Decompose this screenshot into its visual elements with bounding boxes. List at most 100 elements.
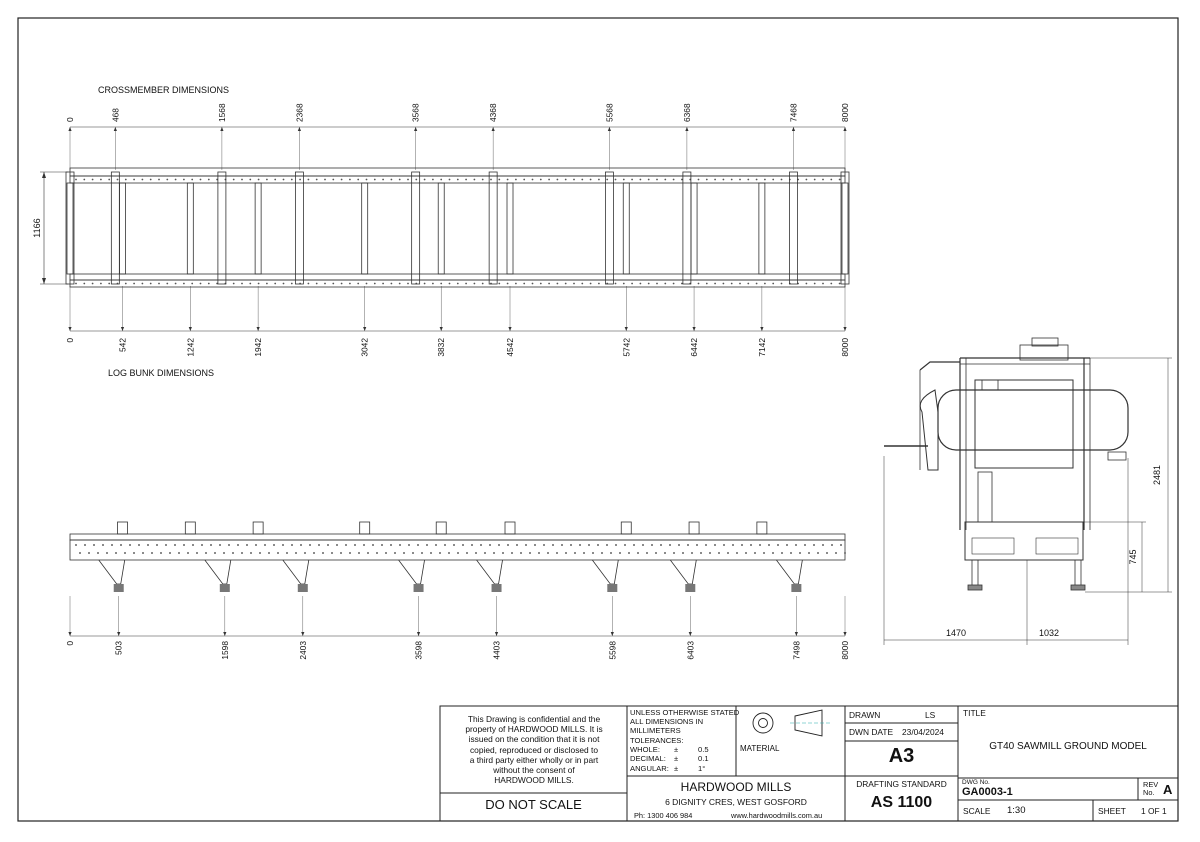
- rail-hole: [647, 178, 650, 181]
- side-dimension-value: 5598: [607, 641, 617, 660]
- rail-hole: [207, 282, 210, 285]
- beam-hole: [273, 544, 275, 546]
- rail-hole: [183, 178, 185, 181]
- end-view-height-bed: 745: [1128, 549, 1138, 564]
- confidentiality-line: issued on the condition that it is not: [468, 734, 600, 745]
- beam-hole: [651, 544, 653, 546]
- rail-hole: [382, 282, 384, 285]
- beam-hole: [358, 552, 360, 554]
- rail-hole: [249, 178, 252, 181]
- rail-hole: [705, 282, 708, 285]
- rail-hole: [556, 178, 559, 181]
- end-view-width-left: 1470: [946, 628, 966, 638]
- revision-value: A: [1163, 782, 1173, 797]
- log-bunk-bracket: [117, 521, 128, 535]
- tolerance-value: 1°: [698, 763, 706, 773]
- rail-hole: [805, 178, 808, 181]
- beam-hole: [381, 544, 383, 546]
- beam-hole: [268, 552, 270, 554]
- plan-frame: [65, 167, 850, 288]
- beam-hole: [453, 544, 455, 546]
- log-bunk-dimension-value: 3832: [436, 338, 446, 357]
- beam-hole: [498, 544, 500, 546]
- rail-hole: [166, 282, 169, 285]
- beam-hole: [435, 544, 437, 546]
- tolerance-symbol: ±: [674, 763, 679, 773]
- crossmember-arrow: [414, 127, 418, 131]
- tolerance-note-line: MILLIMETERS: [630, 726, 681, 736]
- tolerance-value: 0.5: [698, 745, 709, 754]
- beam-hole: [637, 552, 639, 554]
- rail-hole: [822, 282, 824, 285]
- beam-hole: [624, 544, 626, 546]
- rail-hole: [448, 282, 451, 285]
- crossmember-arrow: [113, 127, 117, 131]
- sheet-size: A3: [888, 745, 915, 767]
- company-address: 6 DIGNITY CRES, WEST GOSFORD: [665, 797, 807, 807]
- rail-hole: [390, 282, 393, 285]
- leg-foot: [685, 584, 696, 592]
- rail-hole: [307, 282, 310, 285]
- beam-hole: [313, 552, 315, 554]
- do-not-scale-note: DO NOT SCALE: [485, 797, 582, 812]
- rail-hole: [838, 282, 841, 285]
- beam-hole: [633, 544, 635, 546]
- beam-hole: [232, 552, 234, 554]
- beam-hole: [691, 552, 693, 554]
- end-view-width-right: 1032: [1039, 628, 1059, 638]
- log-bunk-bracket: [184, 521, 196, 535]
- rail-hole: [266, 282, 268, 285]
- beam-hole: [471, 544, 473, 546]
- beam-hole: [750, 544, 752, 546]
- crossmember: [411, 171, 421, 285]
- beam-hole: [660, 544, 662, 546]
- beam-hole: [552, 544, 554, 546]
- tolerance-row: DECIMAL:±0.1: [630, 754, 728, 763]
- rail-hole: [722, 282, 725, 285]
- title-label: TITLE: [963, 708, 986, 718]
- beam-hole: [574, 552, 576, 554]
- drawn-date: 23/04/2024: [902, 727, 944, 737]
- beam-hole: [169, 552, 171, 554]
- log-bunk-arrow: [188, 327, 192, 331]
- log-bunk: [437, 182, 445, 275]
- rail-hole: [714, 178, 716, 181]
- beam-hole: [840, 544, 842, 546]
- sheet-number: 1 OF 1: [1141, 806, 1167, 816]
- rail-hole: [581, 282, 584, 285]
- beam-hole: [826, 552, 828, 554]
- beam-hole: [844, 552, 846, 554]
- beam-hole: [444, 544, 446, 546]
- beam-hole: [286, 552, 288, 554]
- drafting-standard: AS 1100: [870, 794, 933, 811]
- rail-hole: [506, 282, 509, 285]
- rail-hole: [622, 178, 625, 181]
- crossmember-arrow: [220, 127, 224, 131]
- rail-hole: [249, 282, 252, 285]
- log-bunk-dimension-value: 6442: [689, 338, 699, 357]
- beam-hole: [133, 552, 135, 554]
- rail-hole: [722, 178, 725, 181]
- beam-hole: [714, 544, 716, 546]
- rail-hole: [241, 178, 243, 181]
- side-beam-top-flange: [69, 533, 846, 541]
- tolerance-note-line: UNLESS OTHERWISE STATED: [630, 708, 740, 717]
- side-dimension-value: 3598: [414, 641, 424, 660]
- rail-hole: [573, 282, 575, 285]
- rail-hole: [697, 178, 700, 181]
- beam-hole: [183, 544, 185, 546]
- beam-hole: [241, 552, 243, 554]
- rail-hole: [274, 178, 277, 181]
- leg-brace: [204, 559, 232, 585]
- beam-hole: [223, 552, 225, 554]
- side-dimension-value: 503: [114, 641, 124, 655]
- beam-hole: [507, 544, 509, 546]
- beam-hole: [439, 552, 441, 554]
- rail-hole: [780, 178, 783, 181]
- end-view-height-total: 2481: [1152, 465, 1162, 485]
- beam-hole: [331, 552, 333, 554]
- beam-hole: [646, 552, 648, 554]
- crossmember-dimension-value: 8000: [840, 103, 850, 122]
- rail-hole: [415, 178, 418, 181]
- beam-hole: [808, 552, 810, 554]
